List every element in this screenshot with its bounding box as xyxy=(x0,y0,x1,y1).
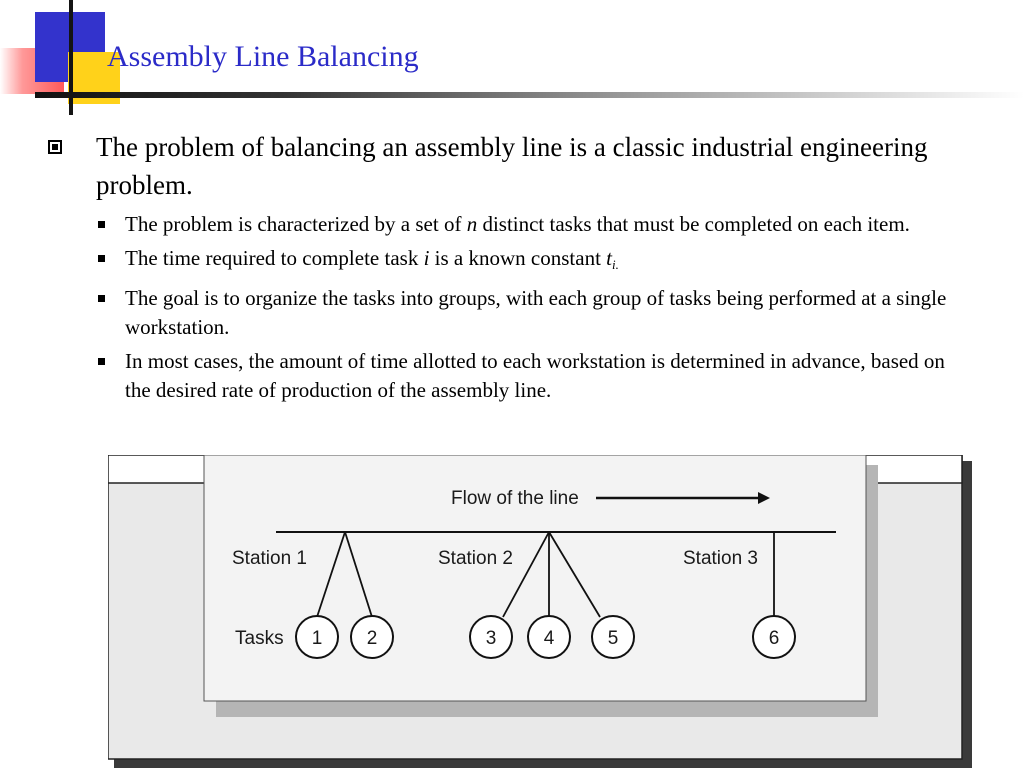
tasks-label: Tasks xyxy=(235,628,284,649)
task-node: 2 xyxy=(350,615,394,659)
task-label: 1 xyxy=(312,628,323,649)
sub-bullet-text: is a known constant xyxy=(429,246,607,270)
flow-arrow-icon xyxy=(758,492,770,504)
sub-bullet-text: The goal is to organize the tasks into g… xyxy=(125,286,947,339)
station-1-label: Station 1 xyxy=(232,548,307,569)
square-bullet-icon xyxy=(98,255,105,262)
inner-panel xyxy=(203,455,867,702)
task-label: 2 xyxy=(367,628,378,649)
sub-bullet-tasks: The problem is characterized by a set of… xyxy=(40,210,970,239)
task-label: 6 xyxy=(769,628,780,649)
variable-n: n xyxy=(466,212,478,236)
sub-bullet-text: The problem is characterized by a set of xyxy=(125,212,467,236)
task-label: 5 xyxy=(608,628,619,649)
bullet-list: The problem of balancing an assembly lin… xyxy=(40,128,970,410)
task-node: 5 xyxy=(591,615,635,659)
task-label: 4 xyxy=(544,628,555,649)
sub-bullet-allotted-time: In most cases, the amount of time allott… xyxy=(40,347,970,405)
task-circle-icon xyxy=(527,615,571,659)
diagram-svg: Flow of the line Station 1 Station 2 Sta… xyxy=(108,455,972,768)
task-circle-icon xyxy=(591,615,635,659)
station-1-string xyxy=(316,531,346,618)
square-bullet-icon xyxy=(98,358,105,365)
main-bullet: The problem of balancing an assembly lin… xyxy=(40,128,970,204)
station-3-label: Station 3 xyxy=(683,548,758,569)
task-circle-icon xyxy=(752,615,796,659)
variable-t: t xyxy=(606,246,612,270)
station-2-string xyxy=(548,531,601,618)
task-node: 3 xyxy=(469,615,513,659)
variable-i: i xyxy=(423,246,430,270)
sub-bullet-time: The time required to complete task i is … xyxy=(40,244,970,279)
sub-bullet-text: In most cases, the amount of time allott… xyxy=(125,349,945,402)
variable-subscript: i. xyxy=(612,257,619,272)
task-circle-icon xyxy=(469,615,513,659)
assembly-line-diagram: Flow of the line Station 1 Station 2 Sta… xyxy=(108,455,972,768)
sub-bullet-text: The time required to complete task xyxy=(125,246,424,270)
task-circle-icon xyxy=(295,615,339,659)
main-bullet-text: The problem of balancing an assembly lin… xyxy=(96,132,928,200)
station-2-string xyxy=(502,531,550,618)
task-circle-icon xyxy=(350,615,394,659)
task-node: 6 xyxy=(752,615,796,659)
square-bullet-icon xyxy=(98,295,105,302)
sub-bullet-text: distinct tasks that must be completed on… xyxy=(477,212,910,236)
task-node: 4 xyxy=(527,615,571,659)
square-bullet-icon xyxy=(98,221,105,228)
station-1-string xyxy=(344,531,373,618)
flow-label: Flow of the line xyxy=(451,488,579,509)
slide-title: Assembly Line Balancing xyxy=(107,40,419,73)
title-underline-rule xyxy=(35,92,1024,98)
decor-vertical-line xyxy=(69,0,73,115)
task-label: 3 xyxy=(486,628,497,649)
hollow-square-bullet-icon xyxy=(48,140,62,154)
station-2-label: Station 2 xyxy=(438,548,513,569)
sub-bullet-goal: The goal is to organize the tasks into g… xyxy=(40,284,970,342)
task-node: 1 xyxy=(295,615,339,659)
